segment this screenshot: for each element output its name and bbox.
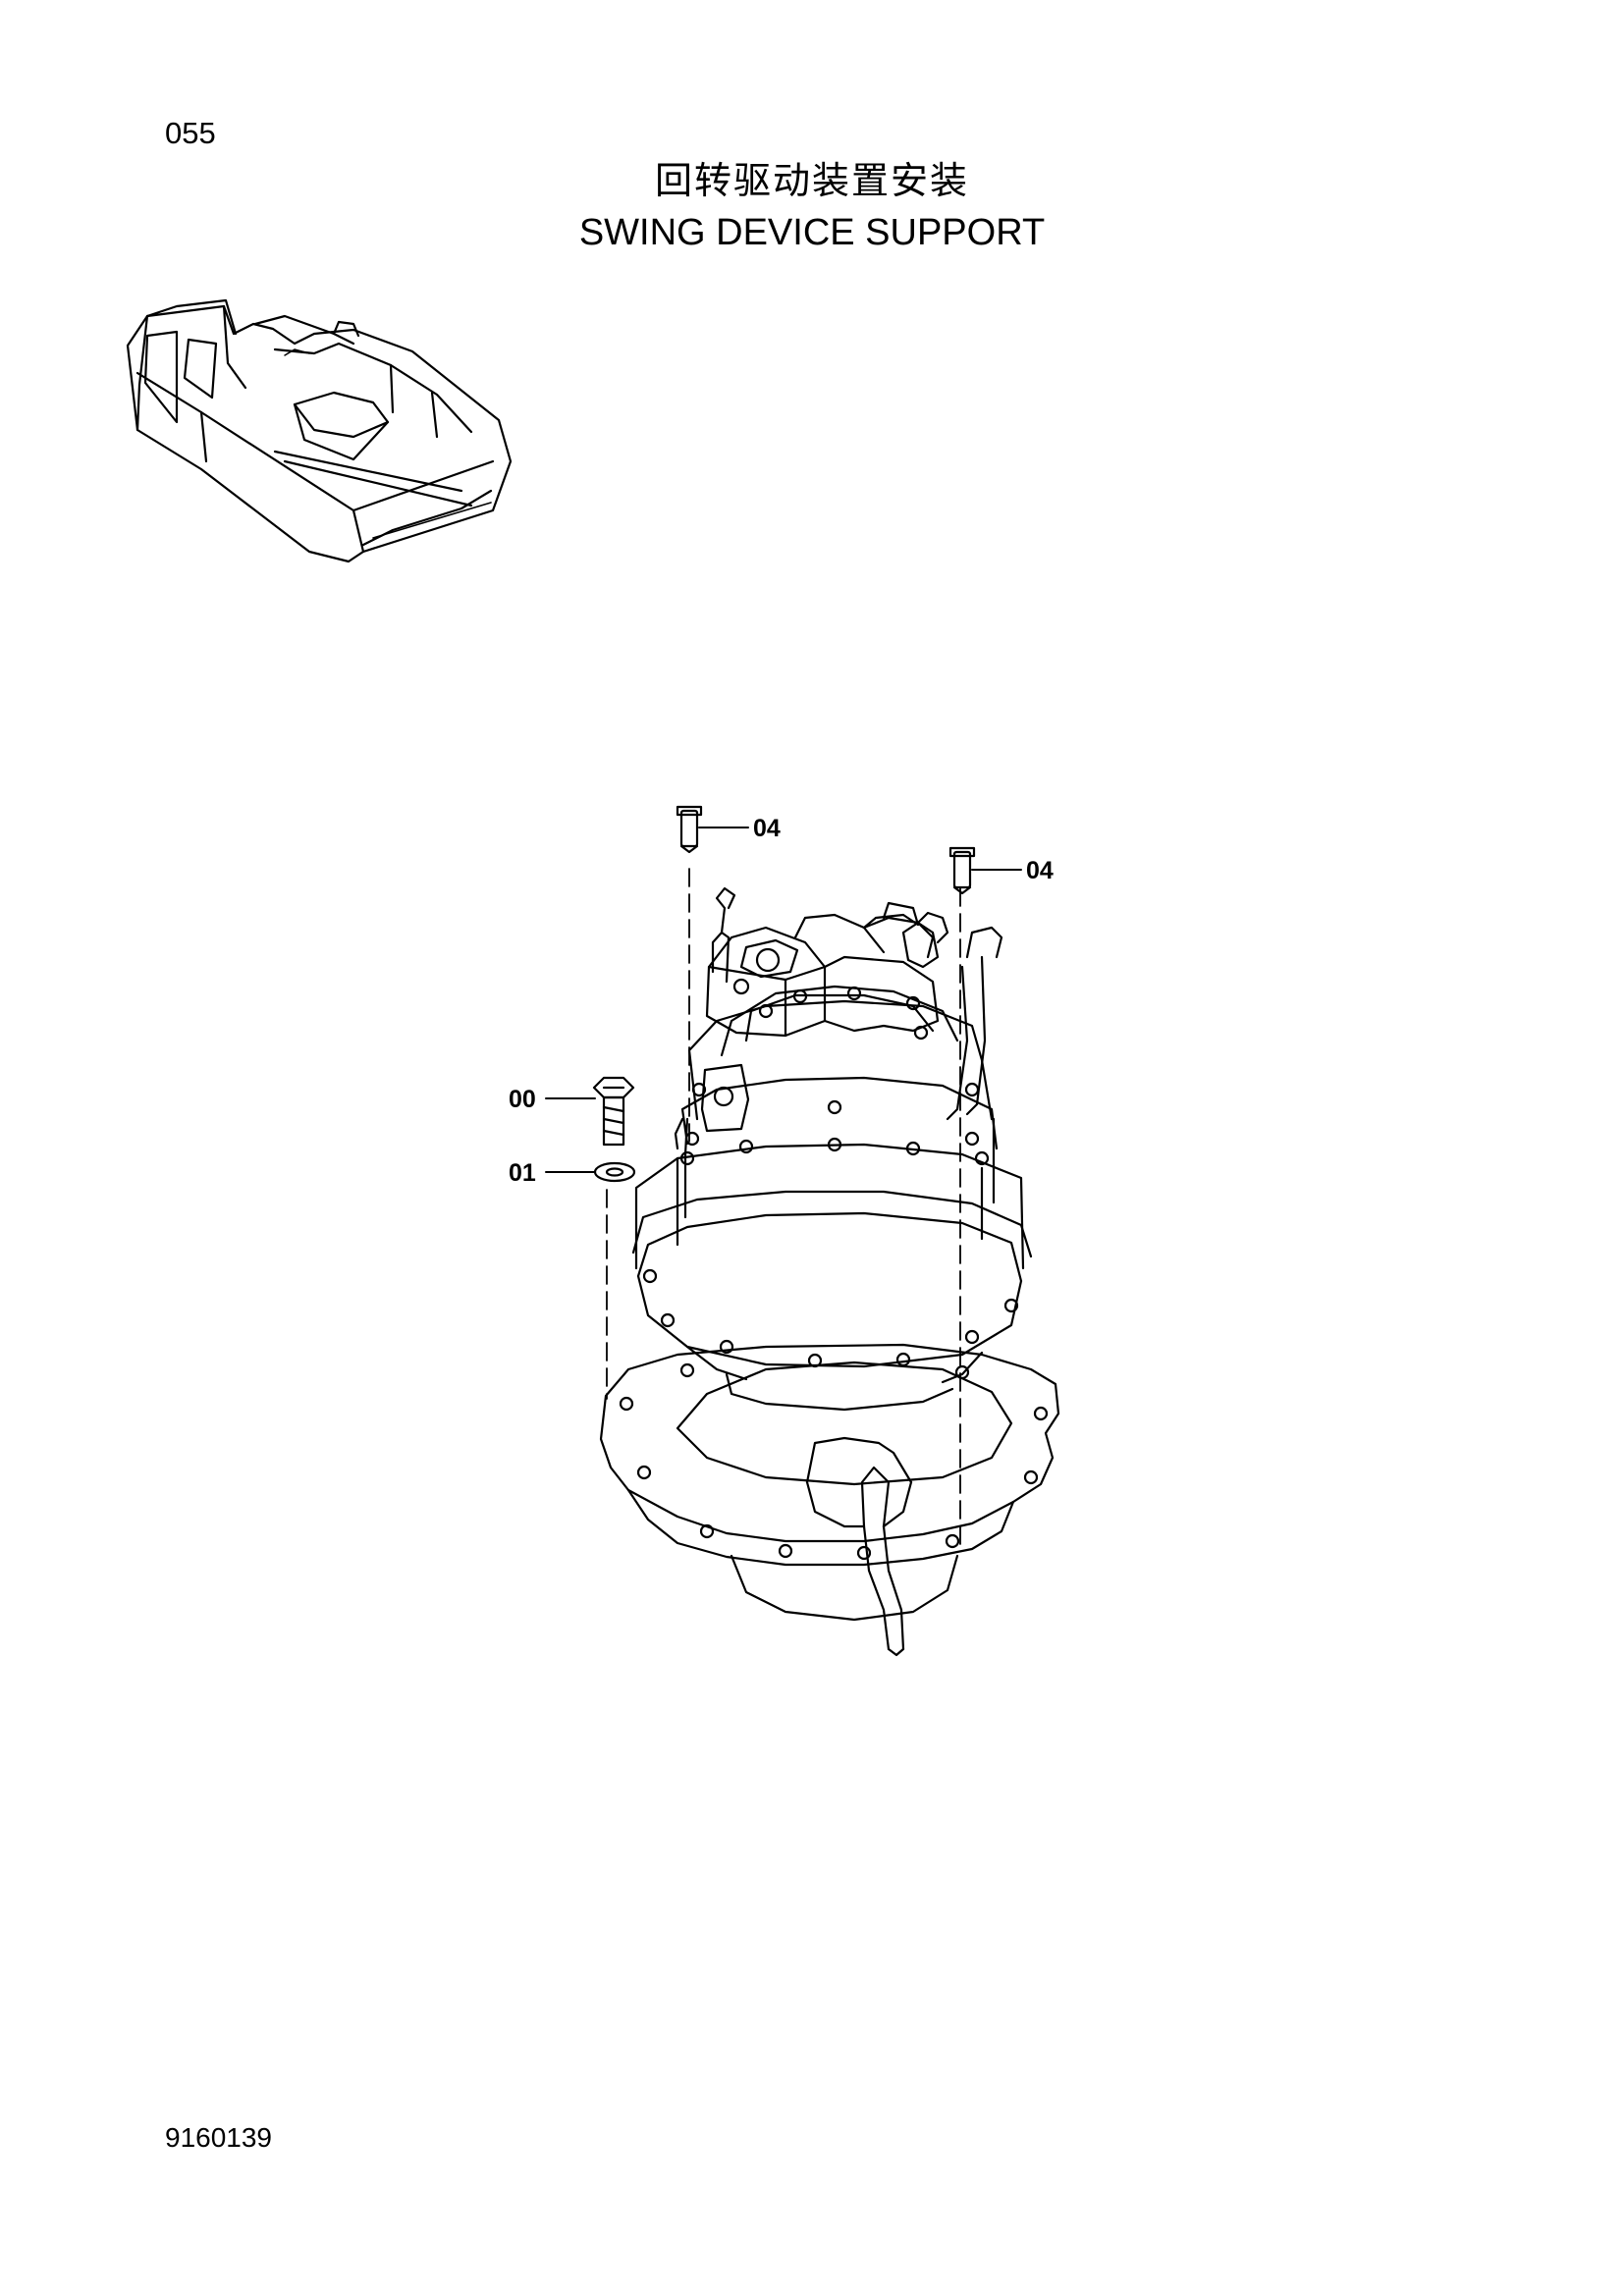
excavator-thumbnail: [126, 298, 513, 563]
callout-labels: 04 04 00 01: [509, 815, 1054, 1187]
swing-device-assembly: [599, 886, 1060, 1657]
document-code: 9160139: [165, 2122, 273, 2153]
title-block: 回转驱动装置安装 SWING DEVICE SUPPORT: [0, 157, 1624, 257]
title-english: SWING DEVICE SUPPORT: [578, 212, 1046, 253]
assembly-lines: [606, 868, 961, 1552]
pin-part-04-right: [948, 846, 976, 895]
callout-00: 00: [509, 1086, 536, 1113]
pin-part-04-left: [676, 805, 703, 854]
callout-04-left: 04: [753, 815, 781, 842]
page-number: 055: [165, 116, 216, 150]
leader-lines: [545, 827, 1022, 1173]
title-chinese: 回转驱动装置安装: [654, 159, 969, 202]
washer-part-01: [593, 1161, 636, 1183]
callout-01: 01: [509, 1159, 536, 1187]
callout-04-right: 04: [1026, 857, 1054, 884]
bolt-part-00: [592, 1076, 635, 1147]
